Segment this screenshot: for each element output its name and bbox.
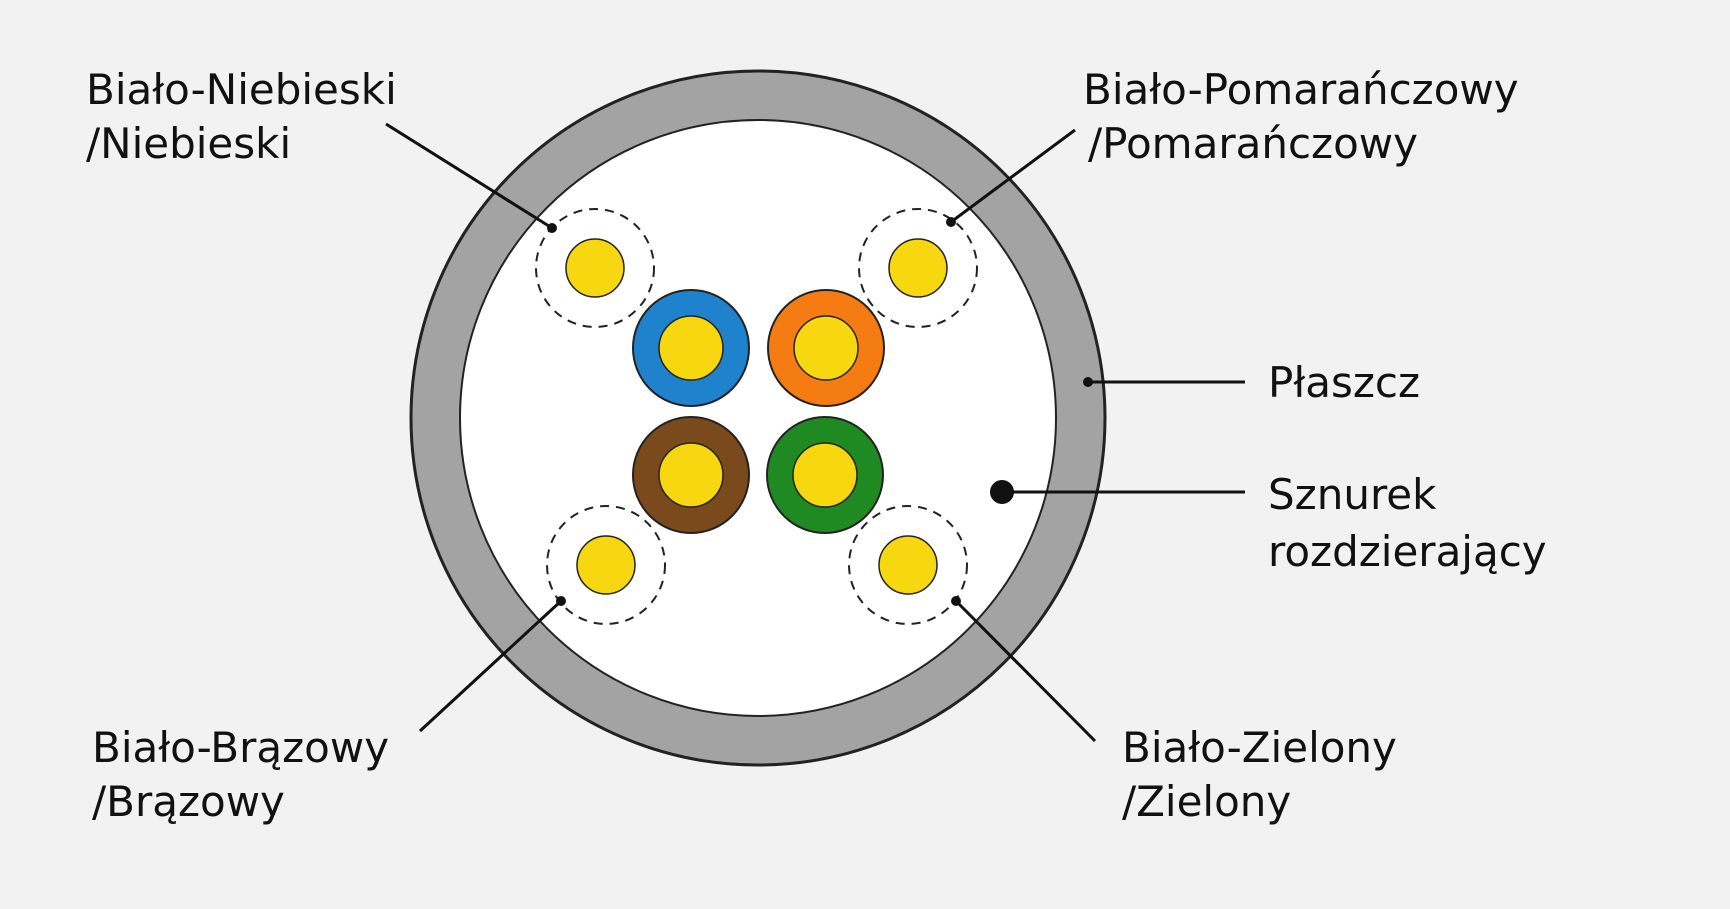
orange-pair-label: Biało-Pomarańczowy /Pomarańczowy [1083,65,1532,168]
green-pair-label-line-2: /Zielony [1122,777,1291,826]
ripcord-marker [990,480,1014,504]
green-pair-label-line-1: Biało-Zielony [1122,723,1397,772]
ripcord-label-line-2: rozdzierający [1268,527,1547,576]
white-brown-conductor [546,505,666,625]
blue-pair-leader-line [385,122,553,230]
white-orange-copper-core [888,238,948,298]
blue-pair-label-line-2: /Niebieski [86,119,291,168]
orange-pair-leader-line [950,128,1076,224]
brown-pair-label: Biało-Brązowy /Brązowy [92,723,402,826]
blue-pair-label: Biało-Niebieski /Niebieski [86,65,410,168]
blue-conductor [632,289,750,407]
jacket-label: Płaszcz [1268,358,1420,407]
jacket-anchor-dot [1083,377,1093,387]
green-pair-label: Biało-Zielony /Zielony [1122,723,1410,826]
orange-pair-label-line-2: /Pomarańczowy [1088,119,1418,168]
white-orange-conductor [858,208,978,328]
orange-pair-anchor-dot [946,217,956,227]
brown-copper-core [658,442,724,508]
ripcord-label-line-1: Sznurek [1268,470,1437,519]
blue-copper-core [658,315,724,381]
white-brown-copper-core [576,535,636,595]
white-blue-copper-core [565,238,625,298]
ripcord-label: Sznurek rozdzierający [1268,470,1547,576]
white-blue-conductor [535,208,655,328]
brown-pair-label-line-1: Biało-Brązowy [92,723,389,772]
jacket-label-line-1: Płaszcz [1268,358,1420,407]
blue-pair-anchor-dot [547,223,557,233]
orange-conductor [767,289,885,407]
brown-pair-label-line-2: /Brązowy [92,777,285,826]
white-green-conductor [848,505,968,625]
brown-conductor [632,416,750,534]
white-green-copper-core [878,535,938,595]
orange-pair-label-line-1: Biało-Pomarańczowy [1083,65,1519,114]
green-pair-leader-line [954,599,1097,743]
blue-pair-label-line-1: Biało-Niebieski [86,65,397,114]
brown-pair-anchor-dot [556,596,566,606]
green-copper-core [792,442,858,508]
brown-pair-leader-line [418,599,563,733]
orange-copper-core [793,315,859,381]
green-pair-anchor-dot [951,596,961,606]
green-conductor [766,416,884,534]
